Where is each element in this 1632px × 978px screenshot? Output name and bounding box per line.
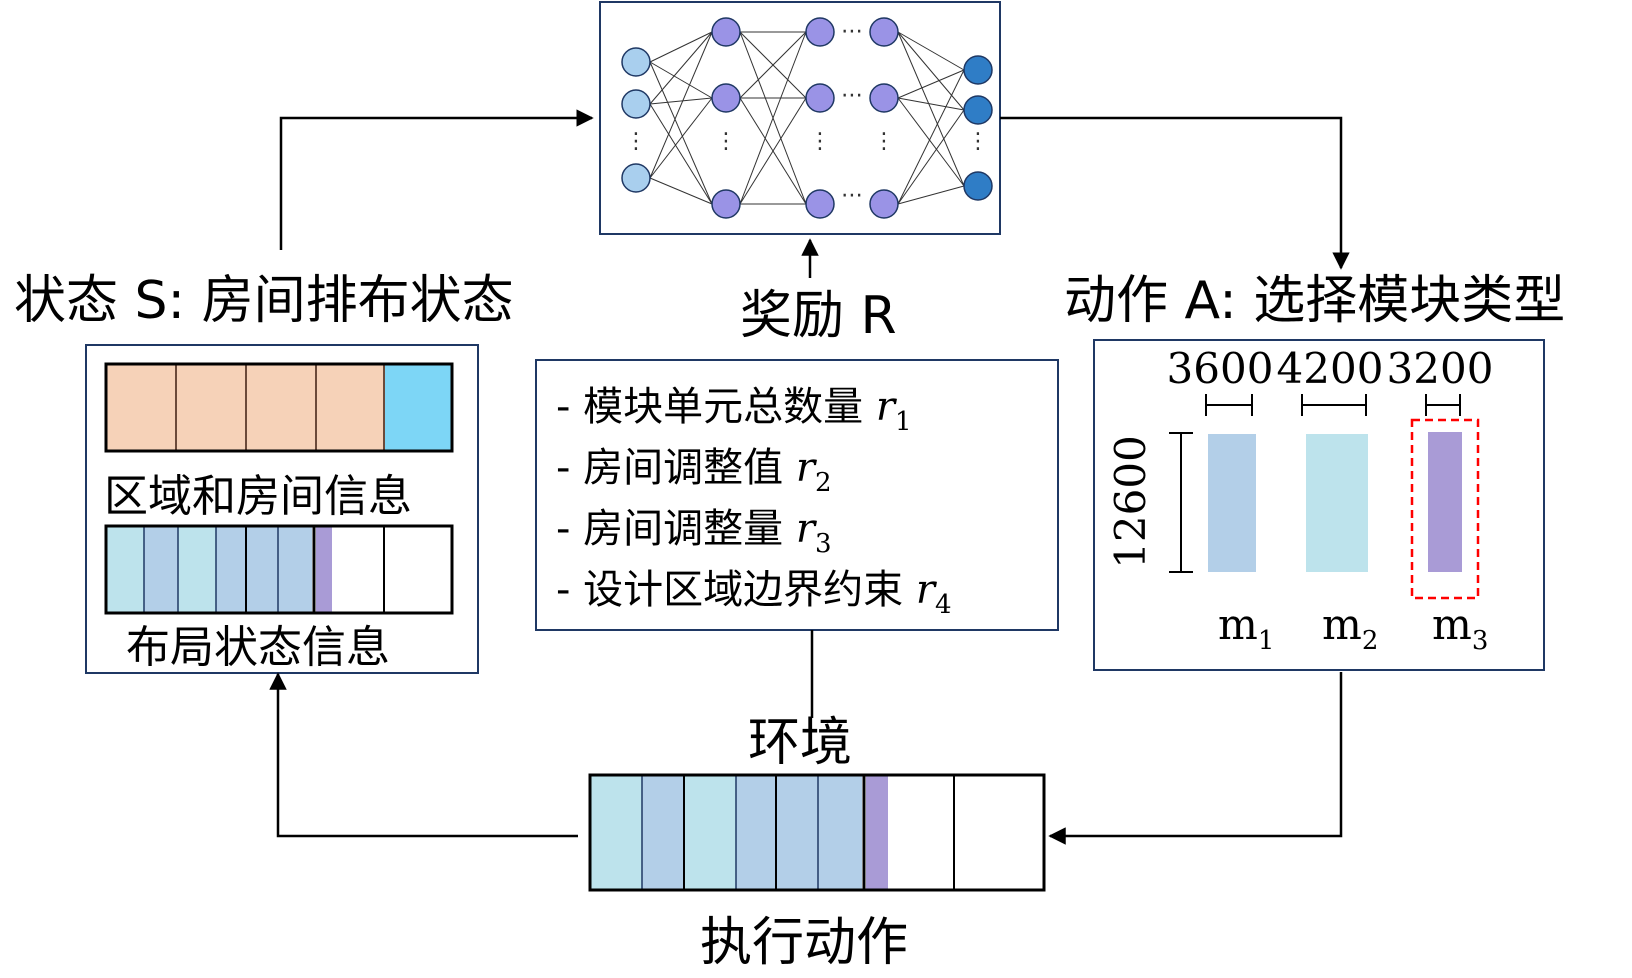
svg-text:⋯: ⋯ [841,183,863,208]
nn-edge [649,103,713,205]
nn-node [711,83,741,113]
region-info-label: 区域和房间信息 [104,471,412,522]
selected-module-highlight [1410,418,1480,600]
reward-title-text: 奖励 R [740,286,897,346]
nn-node [805,189,835,219]
nn-node [711,189,741,219]
network-to-action-arrow [1000,116,1350,270]
nn-edge [649,31,713,105]
module-name: m2 [1322,600,1378,656]
nn-ellipses: ⋮ ⋮ ⋮ ⋮ ⋮ ⋯ ⋯ ⋯ [625,19,989,208]
nn-edge [649,97,713,179]
nn-edge [897,31,965,111]
nn-node [869,83,899,113]
reward-item: - 房间调整值 r2 [556,445,832,498]
nn-edge [649,31,713,179]
reward-list: - 模块单元总数量 r1 - 房间调整值 r2 - 房间调整量 r3 - 设计区… [556,384,952,620]
nn-node [869,189,899,219]
action-to-environment-arrow [1048,672,1343,845]
layout-state-bar [104,524,454,615]
connectors [269,109,1350,845]
environment-to-state-arrow [269,672,578,838]
width-dimension-marks [1205,394,1461,416]
state-to-network-arrow [279,109,594,250]
svg-text:⋮: ⋮ [809,129,831,154]
nn-node [805,17,835,47]
module-m1[interactable] [1208,434,1256,572]
neural-network-box [599,1,1001,235]
nn-node [963,95,993,125]
height-dimension-mark [1169,432,1193,573]
nn-node [621,163,651,193]
svg-text:⋮: ⋮ [873,129,895,154]
action-title: 动作 A: 选择模块类型 [1064,271,1565,331]
state-title: 状态 S: 房间排布状态 [14,271,514,331]
nn-edge [897,185,965,205]
reward-title: 奖励 R [740,286,897,346]
reward-item: - 设计区域边界约束 r4 [556,567,952,620]
nn-edge [739,97,807,205]
region-room-bar [104,362,454,453]
module-m2[interactable] [1306,434,1368,572]
nn-node [621,89,651,119]
nn-edge [649,31,713,63]
module-width-label: 3600 [1167,344,1274,393]
nn-edge [739,31,807,205]
svg-text:⋮: ⋮ [967,129,989,154]
svg-text:⋮: ⋮ [625,129,647,154]
module-width-label: 3200 [1387,344,1494,393]
module-height-label: 12600 [1106,435,1155,569]
nn-node [963,171,993,201]
nn-edge [897,69,965,99]
environment-label: 环境 [748,713,852,773]
nn-node [869,17,899,47]
nn-edge [739,31,807,99]
nn-node [621,47,651,77]
nn-edge [897,69,965,205]
nn-edge [897,31,965,71]
nn-edge [897,31,965,187]
nn-edge [649,61,713,205]
nn-edge [897,97,965,111]
reward-item: - 模块单元总数量 r1 [556,384,912,437]
module-m3[interactable] [1428,432,1462,572]
environment-layout-bar [588,773,1046,892]
module-width-label: 4200 [1277,344,1384,393]
nn-node [963,55,993,85]
reward-box [535,359,1059,631]
nn-edge [897,109,965,205]
nn-nodes [621,17,993,219]
module-name: m1 [1218,600,1274,656]
module-name: m3 [1432,600,1488,656]
nn-edge [649,61,713,99]
svg-text:⋯: ⋯ [841,83,863,108]
nn-node [711,17,741,47]
execute-action-label: 执行动作 [700,913,908,973]
nn-node [805,83,835,113]
svg-text:⋯: ⋯ [841,19,863,44]
nn-edge [649,177,713,205]
nn-edge [897,97,965,187]
nn-edge [649,97,713,105]
reward-item: - 房间调整量 r3 [556,506,832,559]
layout-info-label: 布局状态信息 [126,622,390,673]
nn-edges [649,31,965,205]
svg-text:⋮: ⋮ [715,129,737,154]
